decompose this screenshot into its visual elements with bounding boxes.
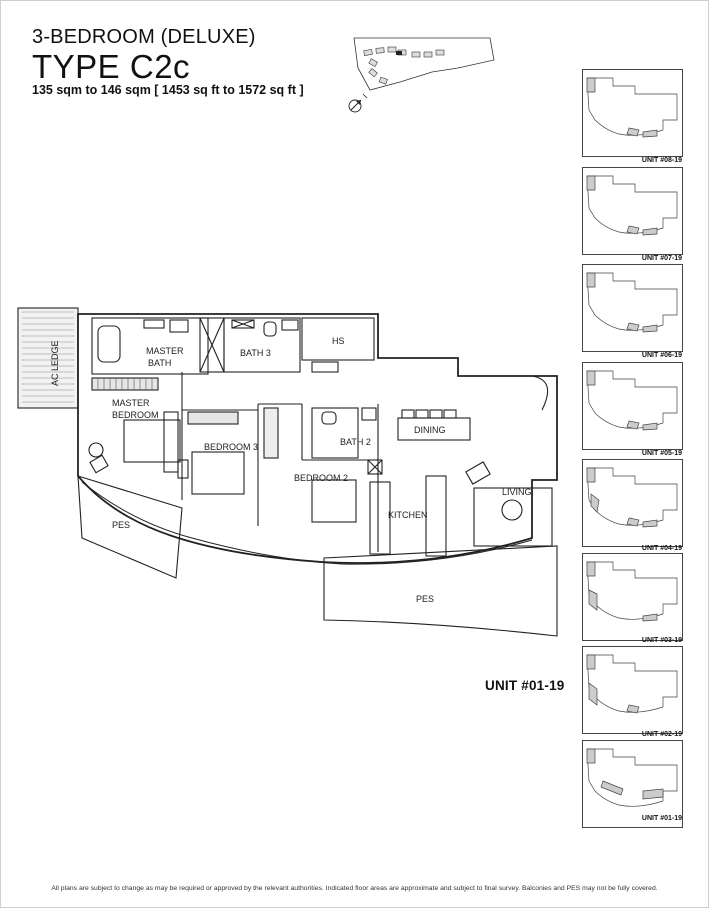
current-unit-label: UNIT #01-19: [485, 678, 565, 693]
room-master-bath-2: BATH: [148, 358, 171, 368]
key-plan-thumbnail: [582, 553, 683, 641]
room-master-bedroom-2: BEDROOM: [112, 410, 159, 420]
room-hs: HS: [332, 336, 345, 346]
key-plan-label: UNIT #03-19: [641, 637, 682, 644]
key-plan-thumbnail: [582, 167, 683, 255]
key-plan-label: UNIT #02-19: [641, 731, 682, 738]
room-pes-left: PES: [112, 520, 130, 530]
room-master-bath-1: MASTER: [146, 346, 184, 356]
room-bath-3: BATH 3: [240, 348, 271, 358]
key-plan-thumbnail: [582, 646, 683, 734]
site-plan-thumbnail: [348, 37, 495, 113]
room-dining: DINING: [414, 425, 446, 435]
room-kitchen: KITCHEN: [388, 510, 428, 520]
key-plan-thumbnail: [582, 362, 683, 450]
room-ac-ledge: AC LEDGE: [50, 340, 60, 386]
key-plan-thumbnail: [582, 69, 683, 157]
key-plan-label: UNIT #05-19: [641, 450, 682, 457]
room-living: LIVING: [502, 487, 532, 497]
room-bedroom-2: BEDROOM 2: [294, 473, 348, 483]
unit-category: 3-BEDROOM (DELUXE): [32, 26, 256, 48]
key-plan-label: UNIT #01-19: [641, 815, 682, 822]
room-bath-2: BATH 2: [340, 437, 371, 447]
unit-type-title: TYPE C2c: [32, 48, 191, 85]
room-bedroom-3: BEDROOM 3: [204, 442, 258, 452]
north-arrow-icon: [348, 93, 368, 113]
unit-area: 135 sqm to 146 sqm [ 1453 sq ft to 1572 …: [32, 83, 304, 97]
key-plan-thumbnail: [582, 264, 683, 352]
key-plan-label: UNIT #06-19: [641, 352, 682, 359]
disclaimer-text: All plans are subject to change as may b…: [51, 885, 658, 892]
key-plan-thumbnail: [582, 740, 683, 828]
key-plan-label: UNIT #08-19: [641, 157, 682, 164]
key-plan-label: UNIT #07-19: [641, 255, 682, 262]
room-master-bedroom-1: MASTER: [112, 398, 150, 408]
key-plan-label: UNIT #04-19: [641, 545, 682, 552]
key-plan-thumbnail: [582, 459, 683, 547]
floor-plan-drawing: AC LEDGE MASTER BATH BATH 3 HS MASTER BE…: [17, 307, 558, 637]
room-pes-bottom: PES: [416, 594, 434, 604]
